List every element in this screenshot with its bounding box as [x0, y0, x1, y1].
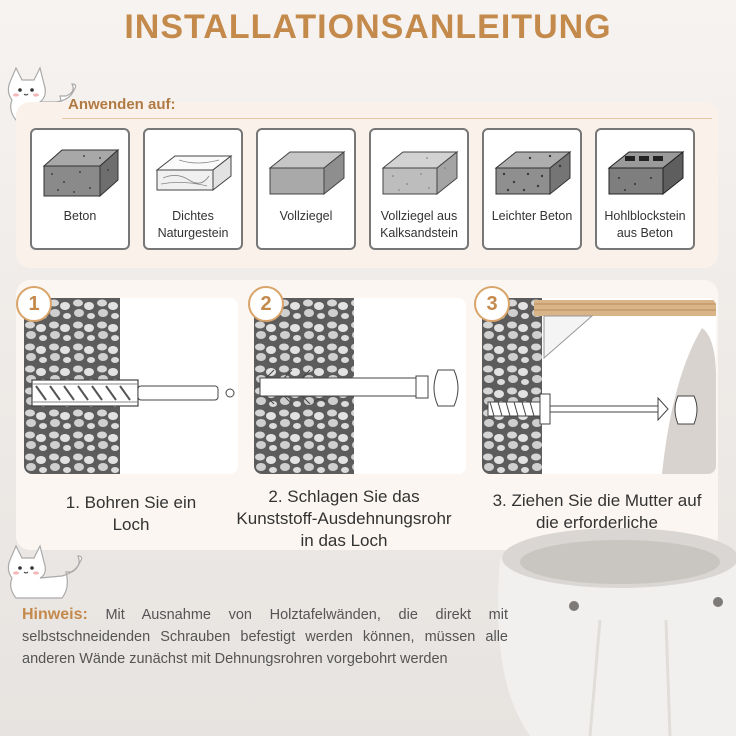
note-heading: Hinweis:	[22, 606, 88, 623]
divider	[62, 118, 712, 119]
page-title: INSTALLATIONSANLEITUNG	[124, 8, 612, 46]
material-label: Leichter Beton	[491, 209, 573, 223]
step-2-image	[254, 298, 466, 474]
apply-label: Anwenden auf:	[68, 96, 176, 113]
step-2-text: 2. Schlagen Sie das Kunststoff-Ausdehnun…	[236, 487, 452, 550]
cat-bed-photo-icon	[498, 528, 736, 736]
step-1-text: 1. Bohren Sie ein Loch	[65, 493, 197, 534]
step-1-badge: 1	[16, 286, 52, 322]
solid-brick-icon	[268, 150, 346, 196]
step-1-image	[24, 298, 238, 474]
lightweight-concrete-icon	[494, 150, 572, 196]
material-card-hohlblockstein: Hohlblockstein aus Beton	[595, 128, 695, 250]
material-card-leichter-beton: Leichter Beton	[482, 128, 582, 250]
note-paragraph: Hinweis: Mit Ausnahme von Holztafelwände…	[22, 604, 508, 670]
material-label: Vollziegel	[279, 209, 333, 223]
material-card-beton: Beton	[30, 128, 130, 250]
material-card-vollziegel: Vollziegel	[256, 128, 356, 250]
material-label: Vollziegel aus Kalksandstein	[380, 209, 458, 240]
step-2-badge: 2	[248, 286, 284, 322]
material-label: Dichtes Naturgestein	[157, 209, 229, 240]
step-3-badge: 3	[474, 286, 510, 322]
sandlime-brick-icon	[381, 150, 459, 196]
material-label: Beton	[63, 209, 97, 223]
natural-stone-icon	[155, 154, 233, 192]
material-label: Hohlblockstein aus Beton	[604, 209, 686, 240]
material-card-naturgestein: Dichtes Naturgestein	[143, 128, 243, 250]
concrete-block-icon	[42, 148, 120, 198]
cat-illustration-icon	[7, 544, 83, 599]
step-3-text: 3. Ziehen Sie die Mutter auf die erforde…	[492, 491, 702, 532]
step-3-image	[482, 298, 716, 474]
material-card-kalksandstein: Vollziegel aus Kalksandstein	[369, 128, 469, 250]
hollow-block-icon	[607, 150, 685, 196]
note-body: Mit Ausnahme von Holztafelwänden, die di…	[22, 607, 508, 667]
